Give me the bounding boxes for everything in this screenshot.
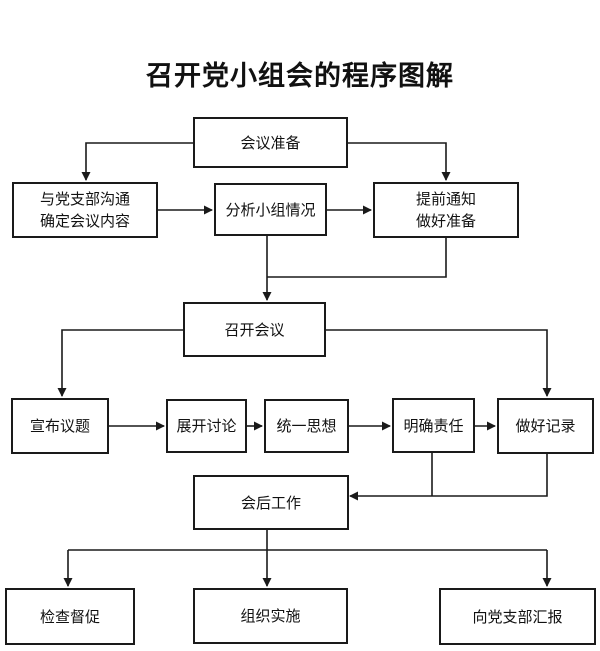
diagram-title: 召开党小组会的程序图解	[146, 61, 454, 92]
arrow-prep-to-notify	[347, 142, 451, 181]
node-take-notes: 做好记录	[497, 398, 594, 454]
node-convene-meeting: 召开会议	[183, 302, 326, 357]
arrow-convene-to-record	[325, 329, 552, 397]
node-clarify-responsibility: 明确责任	[392, 398, 475, 453]
node-unify-thinking: 统一思想	[264, 399, 349, 453]
node-advance-notice: 提前通知 做好准备	[373, 182, 519, 238]
arrow-convene-to-announce	[57, 329, 184, 397]
node-meeting-prep: 会议准备	[193, 117, 348, 168]
node-analyze-group: 分析小组情况	[214, 183, 327, 236]
line-notify-down	[267, 237, 447, 278]
node-announce-topic: 宣布议题	[11, 398, 109, 454]
node-report-to-branch: 向党支部汇报	[439, 588, 596, 645]
node-discussion: 展开讨论	[166, 399, 247, 453]
node-organize-implement: 组织实施	[193, 588, 348, 644]
node-inspect-supervise: 检查督促	[5, 588, 135, 645]
arrow-prep-to-communicate	[81, 142, 193, 181]
node-follow-up-work: 会后工作	[193, 475, 349, 530]
node-communicate-branch: 与党支部沟通 确定会议内容	[12, 182, 158, 238]
arrow-record-to-after	[349, 454, 548, 501]
